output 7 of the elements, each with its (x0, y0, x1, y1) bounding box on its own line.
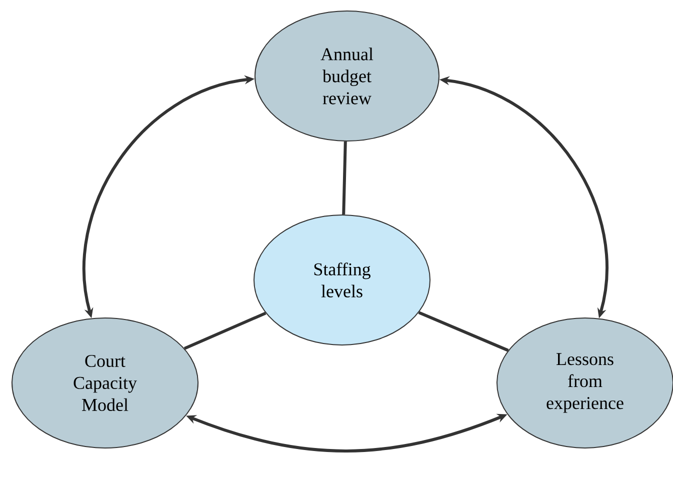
connector-line (184, 312, 266, 350)
connector-line (342, 141, 347, 215)
ellipse-node: Staffing levels (254, 214, 430, 346)
ellipse-node: Lessons from experience (496, 318, 673, 448)
connector-line (418, 311, 509, 352)
ellipse-node: Court Capacity Model (12, 318, 198, 448)
ellipse-node: Annual budget review (254, 10, 440, 142)
